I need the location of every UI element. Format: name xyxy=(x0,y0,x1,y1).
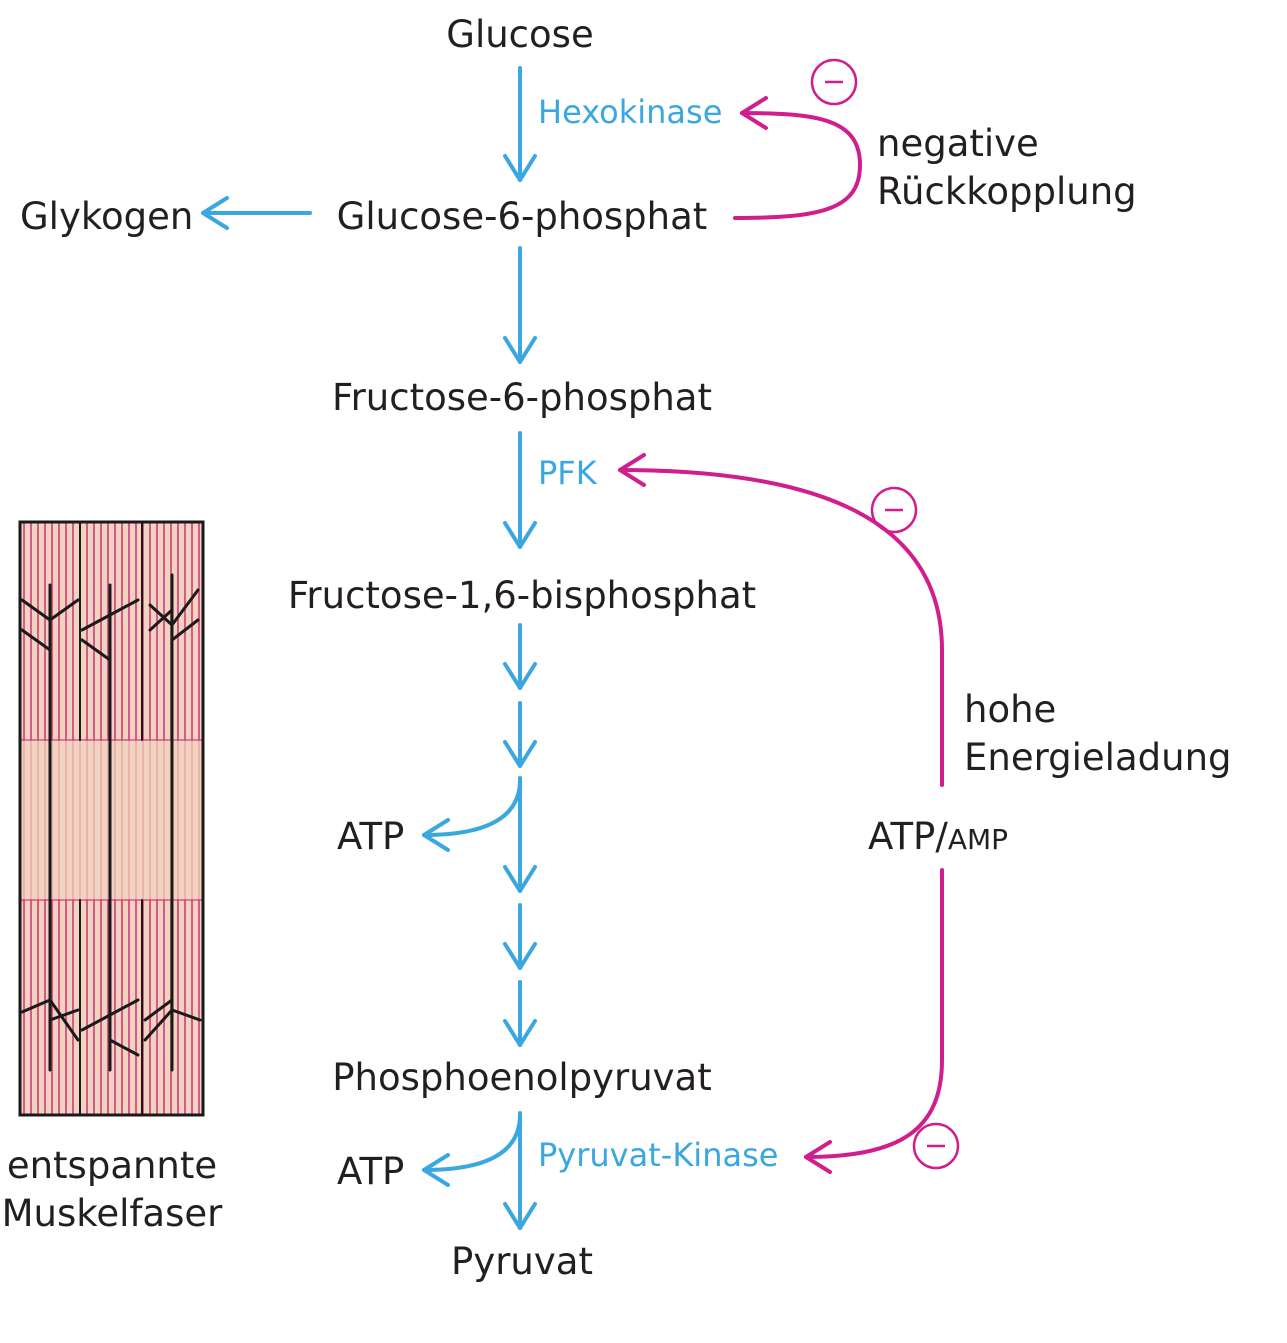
inhibition-arrow-pfk xyxy=(618,453,944,787)
inhibition-minus-icon xyxy=(810,58,858,106)
arrow-step-5 xyxy=(503,980,537,1047)
regulation-arrows xyxy=(618,96,944,1174)
arrow-glucose-to-g6p xyxy=(503,66,537,182)
label-pyruvate: Pyruvat xyxy=(451,1240,593,1283)
arrow-atp-release-2 xyxy=(422,1113,522,1187)
arrow-step-3 xyxy=(503,776,537,893)
muscle-fiber-illustration xyxy=(18,520,205,1117)
label-fructose-6-phosphate: Fructose-6-phosphat xyxy=(332,376,712,419)
label-feedback-line2: Rückkopplung xyxy=(877,170,1137,213)
label-feedback-line1: negative xyxy=(877,122,1039,165)
inhibition-arrow-pyruvate-kinase xyxy=(804,868,944,1174)
label-ratio-atp: ATP/ xyxy=(868,815,948,858)
label-muscle-caption-line2: Muskelfaser xyxy=(2,1192,224,1235)
arrow-f6p-to-f16bp xyxy=(503,431,537,549)
arrow-g6p-to-f6p xyxy=(503,246,537,364)
arrow-step-1 xyxy=(503,623,537,690)
pathway-arrows xyxy=(201,66,537,1230)
label-phosphoenolpyruvate: Phosphoenolpyruvat xyxy=(332,1056,712,1099)
label-fructose-1-6-bisphosphate: Fructose-1,6-bisphosphat xyxy=(288,574,756,617)
arrow-atp-release-1 xyxy=(422,778,522,852)
label-glycogen: Glykogen xyxy=(20,195,193,238)
label-hexokinase: Hexokinase xyxy=(538,93,722,131)
label-muscle-caption-line1: entspannte xyxy=(7,1144,217,1187)
label-pyruvate-kinase: Pyruvat-Kinase xyxy=(538,1136,778,1174)
label-atp-amp-ratio: ATP/AMP xyxy=(868,815,1008,858)
inhibition-minus-icon xyxy=(912,1122,960,1170)
label-glucose: Glucose xyxy=(446,13,593,56)
arrow-step-4 xyxy=(503,903,537,970)
feedback-arrow-hexokinase xyxy=(733,96,862,220)
fiber-filaments xyxy=(19,521,202,1116)
label-glucose-6-phosphate: Glucose-6-phosphat xyxy=(337,195,708,238)
arrow-pep-to-pyruvate xyxy=(503,1111,537,1230)
label-ratio-amp: AMP xyxy=(948,823,1008,856)
arrow-step-2 xyxy=(503,701,537,768)
label-energy-line2: Energieladung xyxy=(964,736,1232,779)
label-pfk: PFK xyxy=(538,454,598,492)
label-atp-1: ATP xyxy=(337,815,404,858)
inhibition-minus-icon xyxy=(870,486,918,534)
arrow-g6p-to-glycogen xyxy=(201,196,312,230)
label-atp-2: ATP xyxy=(337,1150,404,1193)
label-energy-line1: hohe xyxy=(964,688,1056,731)
